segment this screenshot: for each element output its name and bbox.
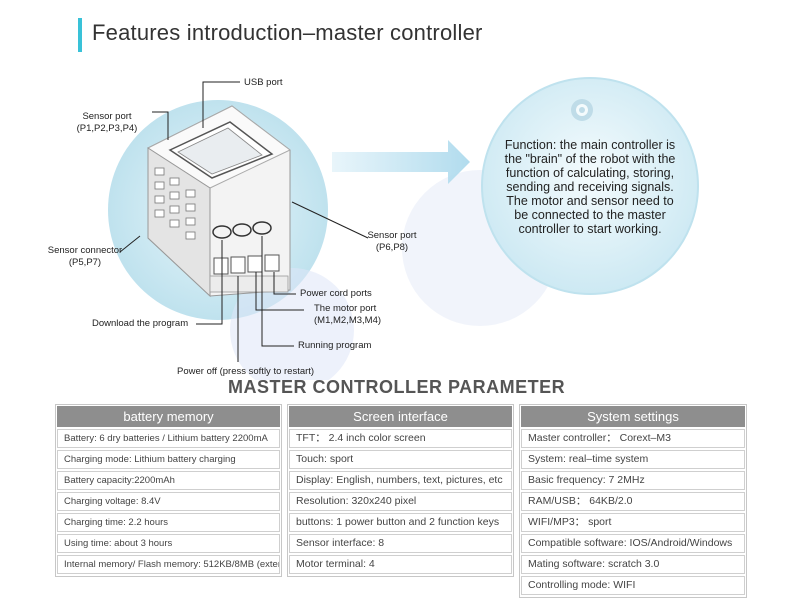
table-row: RAM/USB： 64KB/2.0 xyxy=(521,492,745,511)
label-sensor-port-2-pins: (P6,P8) xyxy=(375,242,409,253)
table-row: TFT： 2.4 inch color screen xyxy=(289,429,512,448)
table-row: Battery capacity:2200mAh xyxy=(57,471,280,490)
table-row: Motor terminal: 4 xyxy=(289,555,512,574)
table-row: Display: English, numbers, text, picture… xyxy=(289,471,512,490)
leader-power-cord xyxy=(273,272,296,295)
table-row: Internal memory/ Flash memory: 512KB/8MB… xyxy=(57,555,280,574)
label-motor-port-name: The motor port xyxy=(314,303,377,314)
watermark-circle xyxy=(230,268,354,380)
leader-sensor-connector xyxy=(119,235,141,253)
leader-motor-port xyxy=(255,272,304,311)
table-row: System: real–time system xyxy=(521,450,745,469)
table-row: Using time: about 3 hours xyxy=(57,534,280,553)
function-description: Function: the main controller is the "br… xyxy=(504,138,676,236)
table-row: Charging time: 2.2 hours xyxy=(57,513,280,532)
label-sensor-connector-name: Sensor connector xyxy=(47,245,123,256)
parameter-title: MASTER CONTROLLER PARAMETER xyxy=(228,377,566,397)
table-row: WIFI/MP3： sport xyxy=(521,513,745,532)
table-row: Mating software: scratch 3.0 xyxy=(521,555,745,574)
label-motor-port-pins: (M1,M2,M3,M4) xyxy=(314,315,382,326)
label-sensor-port-1: Sensor port (P1,P2,P3,P4) xyxy=(62,111,152,135)
function-circle xyxy=(481,77,699,295)
label-sensor-port-2: Sensor port (P6,P8) xyxy=(362,230,422,254)
table-row: Touch: sport xyxy=(289,450,512,469)
table-row: Master controller： Corext–M3 xyxy=(521,429,745,448)
table-row: buttons: 1 power button and 2 function k… xyxy=(289,513,512,532)
leader-sensor-port-2 xyxy=(291,201,369,239)
label-running-program: Running program xyxy=(298,340,372,351)
label-sensor-connector-pins: (P5,P7) xyxy=(68,257,102,268)
table-row: Charging mode: Lithium battery charging xyxy=(57,450,280,469)
label-power-cord-ports: Power cord ports xyxy=(300,288,372,299)
flow-arrow xyxy=(332,140,470,184)
title-accent-bar xyxy=(78,18,82,52)
table-row: Compatible software: IOS/Android/Windows xyxy=(521,534,745,553)
page-title: Features introduction–master controller xyxy=(92,20,483,45)
leader-running xyxy=(261,236,294,347)
label-download-program: Download the program xyxy=(92,318,189,329)
table-row: Resolution: 320x240 pixel xyxy=(289,492,512,511)
table-row: Battery: 6 dry batteries / Lithium batte… xyxy=(57,429,280,448)
table-row: Sensor interface: 8 xyxy=(289,534,512,553)
label-sensor-port-2-name: Sensor port xyxy=(367,230,417,241)
label-sensor-port-1-pins: (P1,P2,P3,P4) xyxy=(76,123,138,134)
table-header: battery memory xyxy=(57,406,280,427)
table-header: Screen interface xyxy=(289,406,512,427)
leader-download xyxy=(196,240,223,325)
label-power-off: Power off (press softly to restart) xyxy=(177,366,315,377)
controller-device xyxy=(146,105,291,298)
table-row: Basic frequency: 7 2MHz xyxy=(521,471,745,490)
label-sensor-port-1-name: Sensor port xyxy=(82,111,132,122)
table-battery-memory: battery memory Battery: 6 dry batteries … xyxy=(55,404,282,577)
table-screen-interface: Screen interface TFT： 2.4 inch color scr… xyxy=(287,404,514,577)
controller-diagram xyxy=(108,77,699,380)
table-row: Charging voltage: 8.4V xyxy=(57,492,280,511)
label-motor-port: The motor port (M1,M2,M3,M4) xyxy=(314,303,381,327)
label-sensor-connector: Sensor connector (P5,P7) xyxy=(40,245,130,269)
table-header: System settings xyxy=(521,406,745,427)
label-usb-port: USB port xyxy=(244,77,283,88)
table-row: Controlling mode: WIFI xyxy=(521,576,745,595)
settings-icon xyxy=(571,99,593,121)
table-system-settings: System settings Master controller： Corex… xyxy=(519,404,747,598)
leader-sensor-port-1 xyxy=(152,111,169,140)
leader-usb xyxy=(202,81,240,128)
